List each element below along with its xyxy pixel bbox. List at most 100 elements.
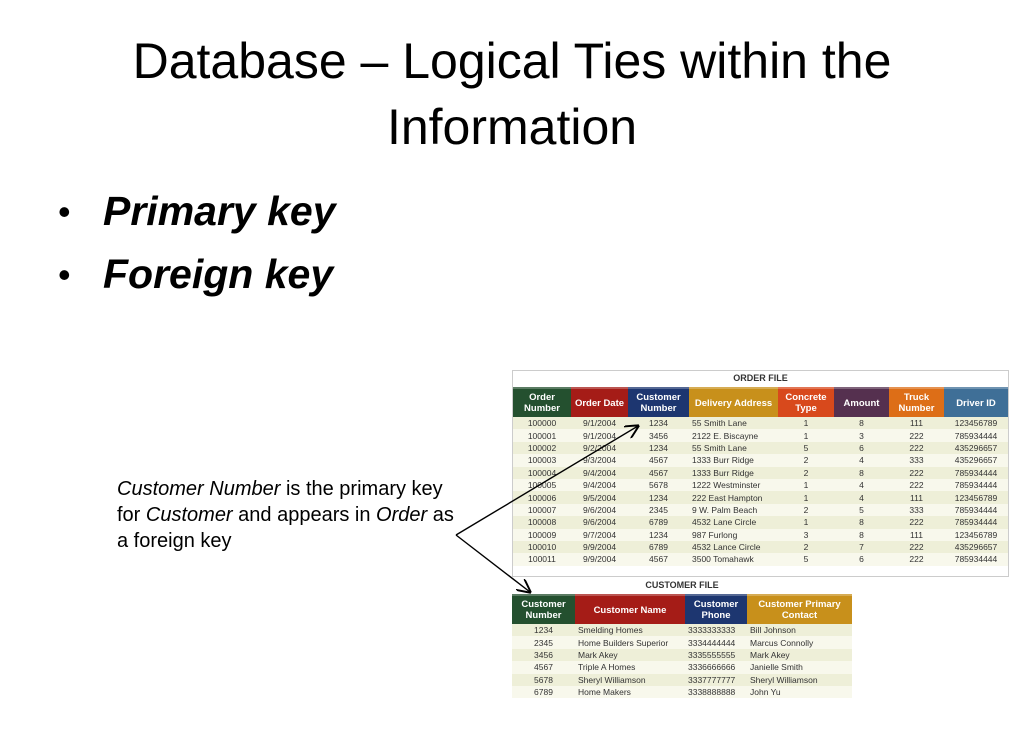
table-cell: 9/1/2004 bbox=[571, 429, 628, 442]
table-cell: 3 bbox=[834, 429, 889, 442]
table-cell: 785934444 bbox=[944, 466, 1008, 479]
column-header: Order Date bbox=[571, 385, 628, 417]
table-cell: 100001 bbox=[513, 429, 571, 442]
column-header: Customer Phone bbox=[685, 592, 747, 624]
bullet-list: •Primary key •Foreign key bbox=[58, 180, 336, 306]
table-cell: 222 bbox=[889, 441, 944, 455]
bullet-icon: • bbox=[58, 253, 71, 295]
table-cell: 100008 bbox=[513, 516, 571, 529]
table-cell: 5 bbox=[834, 503, 889, 517]
caption-em: Order bbox=[376, 504, 428, 526]
table-cell: 5678 bbox=[628, 478, 689, 492]
table-cell: 9/5/2004 bbox=[571, 491, 628, 504]
table-cell: 6789 bbox=[628, 540, 689, 554]
table-cell: 100009 bbox=[513, 528, 571, 541]
table-cell: 3337777777 bbox=[685, 673, 747, 686]
table-cell: 9 W. Palm Beach bbox=[689, 503, 778, 517]
caption-text: as a foreign key bbox=[117, 504, 454, 552]
table-cell: 2 bbox=[778, 540, 834, 554]
table-cell: 2 bbox=[778, 454, 834, 467]
table-cell: 8 bbox=[834, 528, 889, 541]
table-cell: 4567 bbox=[628, 553, 689, 566]
table-cell: Marcus Connolly bbox=[747, 636, 852, 649]
slide-title: Database – Logical Ties within the Infor… bbox=[0, 28, 1024, 160]
table-cell: 55 Smith Lane bbox=[689, 417, 778, 430]
table-cell: 100005 bbox=[513, 478, 571, 492]
table-cell: 222 East Hampton bbox=[689, 491, 778, 504]
table-cell: 4 bbox=[834, 454, 889, 467]
table-cell: 222 bbox=[889, 553, 944, 566]
table-cell: Home Makers bbox=[575, 685, 685, 699]
table-cell: 111 bbox=[889, 528, 944, 541]
table-cell: 3335555555 bbox=[685, 648, 747, 662]
table-cell: 785934444 bbox=[944, 478, 1008, 492]
table-cell: Smelding Homes bbox=[575, 624, 685, 637]
column-header: Amount bbox=[834, 385, 889, 417]
table-cell: Home Builders Superior bbox=[575, 636, 685, 649]
table-cell: 4532 Lane Circle bbox=[689, 516, 778, 529]
table-cell: 9/3/2004 bbox=[571, 454, 628, 467]
table-cell: 5 bbox=[778, 441, 834, 455]
table-cell: 222 bbox=[889, 466, 944, 479]
table-cell: 1222 Westminster bbox=[689, 478, 778, 492]
column-header: Order Number bbox=[513, 385, 571, 417]
table-cell: 435296657 bbox=[944, 454, 1008, 467]
table-cell: 785934444 bbox=[944, 516, 1008, 529]
table-cell: 4567 bbox=[512, 661, 575, 674]
caption-text: is the primary key for bbox=[117, 478, 443, 526]
table-cell: 3333333333 bbox=[685, 624, 747, 637]
table-cell: 123456789 bbox=[944, 417, 1008, 430]
table-cell: 2 bbox=[778, 466, 834, 479]
table-cell: 123456789 bbox=[944, 528, 1008, 541]
column-header: Concrete Type bbox=[778, 385, 834, 417]
table-cell: 100004 bbox=[513, 466, 571, 479]
table-cell: 1333 Burr Ridge bbox=[689, 454, 778, 467]
table-cell: 1 bbox=[778, 429, 834, 442]
bullet-icon: • bbox=[58, 190, 71, 232]
table-cell: 6789 bbox=[512, 685, 575, 699]
column-header: Delivery Address bbox=[689, 385, 778, 417]
table-cell: 1234 bbox=[628, 417, 689, 430]
table-cell: 100007 bbox=[513, 503, 571, 517]
title-line-1: Database – Logical Ties within the bbox=[132, 33, 892, 89]
table-cell: 1234 bbox=[512, 624, 575, 637]
column-header: Customer Number bbox=[628, 385, 689, 417]
table-cell: 3456 bbox=[512, 648, 575, 662]
table-cell: 100006 bbox=[513, 491, 571, 504]
column-header: Truck Number bbox=[889, 385, 944, 417]
caption: Customer Number is the primary key for C… bbox=[117, 476, 462, 554]
table-cell: 100010 bbox=[513, 540, 571, 554]
column-header: Customer Name bbox=[575, 592, 685, 624]
table-cell: 3338888888 bbox=[685, 685, 747, 699]
bullet-item: •Primary key bbox=[58, 180, 336, 243]
table-cell: 7 bbox=[834, 540, 889, 554]
table-cell: Janielle Smith bbox=[747, 661, 852, 674]
table-cell: 6 bbox=[834, 441, 889, 455]
table-cell: 9/9/2004 bbox=[571, 553, 628, 566]
table-cell: Bill Johnson bbox=[747, 624, 852, 637]
table-cell: 1 bbox=[778, 417, 834, 430]
table-cell: 4567 bbox=[628, 454, 689, 467]
table-cell: 785934444 bbox=[944, 553, 1008, 566]
table-cell: 435296657 bbox=[944, 540, 1008, 554]
table-cell: 1 bbox=[778, 491, 834, 504]
table-cell: Mark Akey bbox=[575, 648, 685, 662]
table-cell: 2345 bbox=[512, 636, 575, 649]
table-cell: 222 bbox=[889, 516, 944, 529]
table-title: ORDER FILE bbox=[733, 373, 788, 383]
table-cell: 100000 bbox=[513, 417, 571, 430]
table-cell: 4 bbox=[834, 478, 889, 492]
table-cell: 785934444 bbox=[944, 429, 1008, 442]
table-cell: 4532 Lance Circle bbox=[689, 540, 778, 554]
table-cell: Mark Akey bbox=[747, 648, 852, 662]
table-cell: Sheryl Williamson bbox=[575, 673, 685, 686]
table-cell: 111 bbox=[889, 417, 944, 430]
